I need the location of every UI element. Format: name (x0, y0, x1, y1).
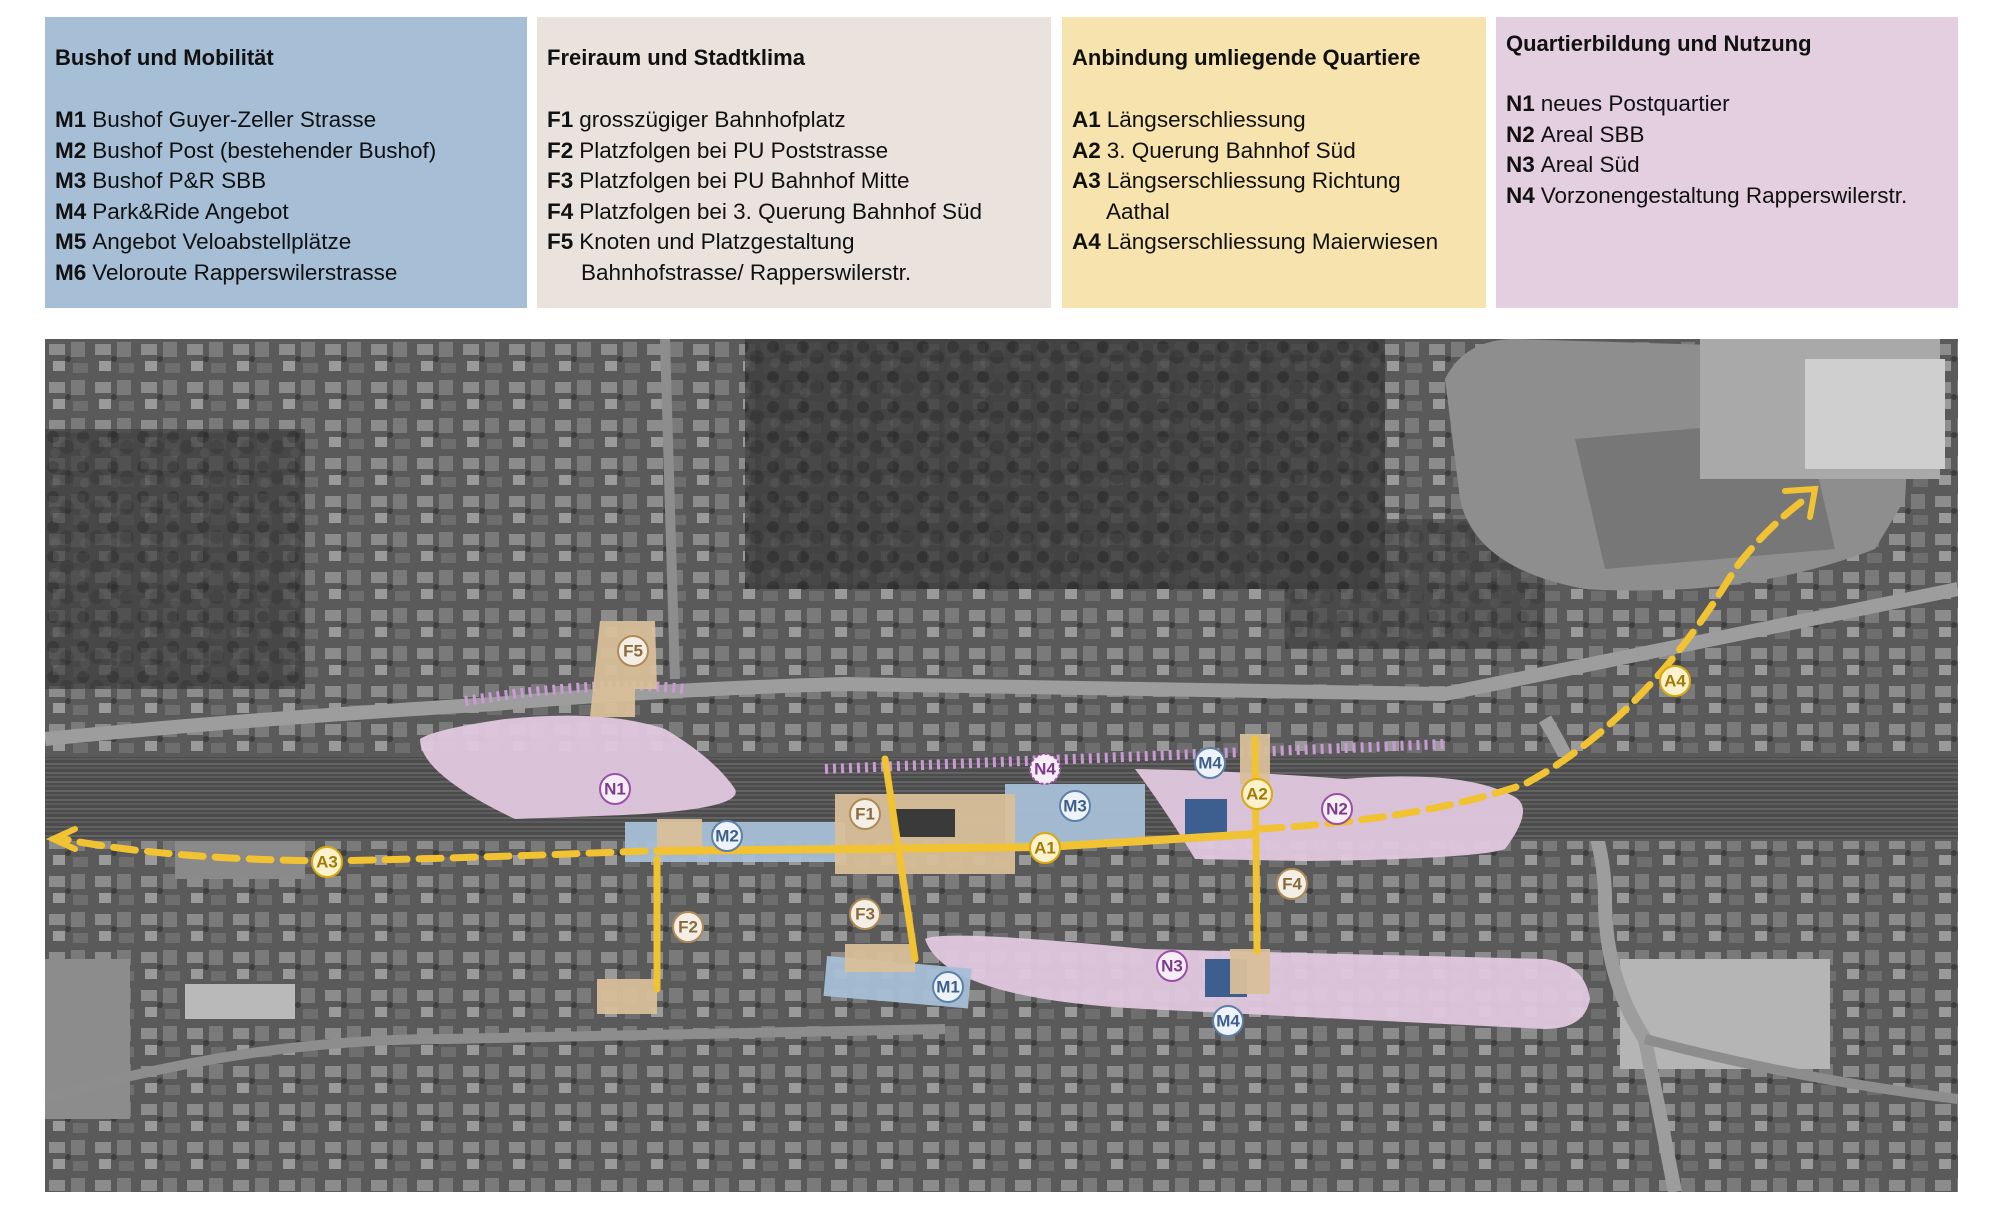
aerial-map: F5 F1 F2 F3 F4 N1 N2 N3 N4 M1 M2 M3 M4 M… (45, 339, 1958, 1192)
marker-f5: F5 (617, 635, 649, 667)
hatch-n4 (464, 680, 686, 706)
svg-text:M2: M2 (715, 827, 739, 846)
marker-m2: M2 (711, 820, 743, 852)
marker-m3: M3 (1059, 790, 1091, 822)
legend-title-anbindung: Anbindung umliegende Quartiere (1072, 45, 1421, 70)
marker-n4: N4 (1029, 753, 1061, 785)
marker-a1: A1 (1029, 832, 1061, 864)
zone-f2-north (657, 819, 702, 849)
svg-text:F2: F2 (678, 918, 698, 937)
svg-text:F5: F5 (623, 642, 643, 661)
tree-area (745, 339, 1385, 589)
svg-text:A4: A4 (1664, 672, 1686, 691)
marker-m1: M1 (932, 971, 964, 1003)
svg-text:M4: M4 (1216, 1012, 1240, 1031)
svg-text:A3: A3 (316, 853, 338, 872)
marker-m4-south: M4 (1212, 1005, 1244, 1037)
legend-title-mobility: Bushof und Mobilität (55, 45, 274, 70)
road (45, 582, 1958, 746)
svg-text:M4: M4 (1198, 754, 1222, 773)
marker-n2: N2 (1321, 793, 1353, 825)
zone-f3 (845, 944, 915, 972)
svg-text:F1: F1 (855, 805, 875, 824)
line-a2 (1251, 735, 1261, 955)
marker-a3: A3 (311, 846, 343, 878)
svg-text:A1: A1 (1034, 839, 1056, 858)
marker-a2: A2 (1241, 778, 1273, 810)
arrow-a4 (1782, 485, 1819, 520)
svg-text:M3: M3 (1063, 797, 1087, 816)
building-roof (185, 984, 295, 1019)
building-dark (895, 809, 955, 837)
zone-f2 (597, 979, 657, 1014)
road (660, 339, 680, 680)
tree-area (45, 429, 305, 689)
marker-f2: F2 (672, 911, 704, 943)
marker-f4: F4 (1276, 868, 1308, 900)
parking-m4 (1185, 799, 1227, 837)
road (1643, 1034, 1958, 1104)
svg-text:F3: F3 (855, 905, 875, 924)
marker-n1: N1 (599, 773, 631, 805)
arrow-a3 (45, 826, 78, 852)
marker-n3: N3 (1156, 950, 1188, 982)
marker-f1: F1 (849, 798, 881, 830)
line-f1-cross (881, 755, 919, 963)
svg-text:A2: A2 (1246, 785, 1268, 804)
svg-text:F4: F4 (1282, 875, 1302, 894)
zone-f4 (1230, 949, 1270, 994)
building-roof (1620, 959, 1830, 1069)
legend-title-quartier: Quartierbildung und Nutzung (1506, 31, 1812, 56)
svg-text:M1: M1 (936, 978, 960, 997)
svg-text:N4: N4 (1034, 760, 1056, 779)
zone-n1 (420, 715, 736, 819)
svg-text:N1: N1 (604, 780, 626, 799)
road (45, 1024, 946, 1104)
marker-f3: F3 (849, 898, 881, 930)
line-a4 (1256, 495, 1809, 833)
map-svg: F5 F1 F2 F3 F4 N1 N2 N3 N4 M1 M2 M3 M4 M… (45, 339, 1958, 1192)
legend-title-freiraum: Freiraum und Stadtklima (547, 45, 805, 70)
marker-a4: A4 (1659, 665, 1691, 697)
marker-m4-north: M4 (1194, 747, 1226, 779)
svg-text:N3: N3 (1161, 957, 1183, 976)
building-roof (1805, 359, 1945, 469)
svg-text:N2: N2 (1326, 800, 1348, 819)
